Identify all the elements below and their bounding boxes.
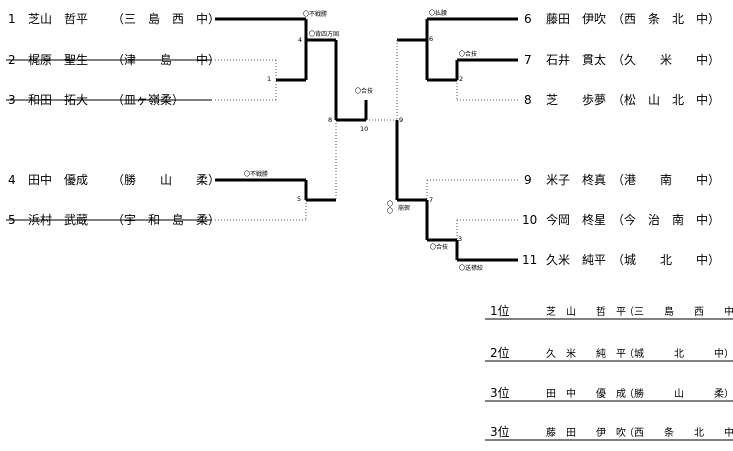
- technique-label-m6: 〇払腰: [429, 9, 447, 17]
- name-p7: 石井 貫太: [546, 52, 606, 67]
- seed-p2: 2: [8, 53, 16, 67]
- result-name-4: 藤 田 伊 吹: [546, 426, 626, 439]
- match-number-3: 3: [458, 235, 462, 243]
- seed-p1: 1: [8, 12, 16, 26]
- technique-label-m2: 〇合技: [459, 50, 477, 58]
- name-p11: 久米 純平: [546, 253, 606, 267]
- seed-p9: 9: [524, 173, 532, 187]
- school-p11: （城 北 中）: [612, 252, 720, 267]
- seed-p10: 10: [522, 213, 537, 227]
- name-p9: 米子 柊真: [546, 172, 606, 187]
- name-p10: 今岡 柊星: [546, 212, 606, 227]
- match-number-1: 1: [267, 75, 271, 83]
- technique-label-m9: 崩袈: [398, 204, 410, 212]
- name-p6: 藤田 伊吹: [546, 12, 606, 26]
- name-p1: 芝山 哲平: [28, 11, 88, 26]
- school-p9: （港 南 中）: [612, 172, 720, 187]
- match-number-5: 5: [297, 195, 301, 203]
- seed-p7: 7: [524, 53, 532, 67]
- left-players: 1 芝山 哲平 （三 島 西 中） 2 梶原 聖生 （津 島 中） 3 和田 拓…: [8, 11, 220, 227]
- name-p8: 芝 歩夢: [546, 92, 606, 107]
- seed-p4: 4: [8, 173, 16, 187]
- school-p3: （皿ヶ嶺柔）: [112, 93, 184, 107]
- result-rank-4: 3位: [490, 424, 510, 439]
- school-p7: （久 米 中）: [612, 52, 720, 67]
- technique-label-m3: 〇送襟絞: [459, 264, 483, 272]
- technique-label-m5: 〇不戦勝: [244, 170, 268, 178]
- school-p1: （三 島 西 中）: [112, 11, 220, 26]
- school-p8: （松 山 北 中）: [612, 92, 720, 107]
- school-p4: （勝 山 柔）: [112, 172, 220, 187]
- result-rank-2: 2位: [490, 345, 510, 360]
- match-number-8: 8: [328, 116, 332, 124]
- technique-label-m4-top: 〇不戦勝: [303, 10, 327, 18]
- match-number-4: 4: [298, 36, 302, 44]
- right-players: 6 藤田 伊吹 （西 条 北 中） 7 石井 貫太 （久 米 中） 8 芝 歩夢…: [522, 11, 720, 267]
- mark-b: 〇: [387, 208, 393, 215]
- seed-p11: 11: [522, 253, 537, 267]
- result-rank-1: 1位: [490, 303, 510, 318]
- mark-a: 〇: [387, 201, 393, 208]
- technique-label-m7: 〇合技: [430, 243, 448, 251]
- match-number-9: 9: [399, 116, 403, 124]
- match-numbers: 1 2 3 4 5 6 7 8 9 10: [267, 35, 463, 243]
- name-p2: 梶原 聖生: [28, 53, 88, 67]
- technique-label-final: 〇合技: [355, 87, 373, 95]
- school-p6: （西 条 北 中）: [612, 11, 720, 26]
- result-school-4: （西 条 北 中）: [624, 426, 733, 439]
- seed-p6: 6: [524, 12, 532, 26]
- school-p2: （津 島 中）: [112, 52, 220, 67]
- technique-label-m4: 〇背四方固: [309, 30, 339, 38]
- results-table: 1位 芝 山 哲 平 （三 島 西 中） 2位 久 米 純 平 （城 北 中） …: [490, 303, 733, 439]
- result-school-2: （城 北 中）: [624, 347, 733, 360]
- result-school-1: （三 島 西 中）: [624, 305, 733, 318]
- result-name-3: 田 中 優 成: [546, 387, 626, 400]
- seed-p5: 5: [8, 213, 16, 227]
- school-p5: （宇 和 島 柔）: [112, 212, 220, 227]
- match-number-2: 2: [459, 75, 463, 83]
- seed-p8: 8: [524, 93, 532, 107]
- name-p5: 浜村 武蔵: [28, 213, 88, 227]
- match-number-10: 10: [360, 125, 368, 133]
- result-rank-3: 3位: [490, 385, 510, 400]
- name-p4: 田中 優成: [28, 172, 88, 187]
- match-number-7: 7: [429, 196, 433, 204]
- result-school-3: （勝 山 柔）: [624, 387, 733, 400]
- technique-labels: 〇不戦勝 〇背四方固 〇不戦勝 〇合技 〇払腰 〇合技 〇合技 〇送襟絞 〇 〇…: [244, 9, 483, 272]
- school-p10: （今 治 南 中）: [612, 212, 720, 227]
- result-name-2: 久 米 純 平: [546, 347, 626, 360]
- match-number-6: 6: [429, 35, 433, 43]
- name-p3: 和田 拓大: [28, 93, 88, 107]
- result-name-1: 芝 山 哲 平: [546, 305, 626, 318]
- seed-p3: 3: [8, 93, 16, 107]
